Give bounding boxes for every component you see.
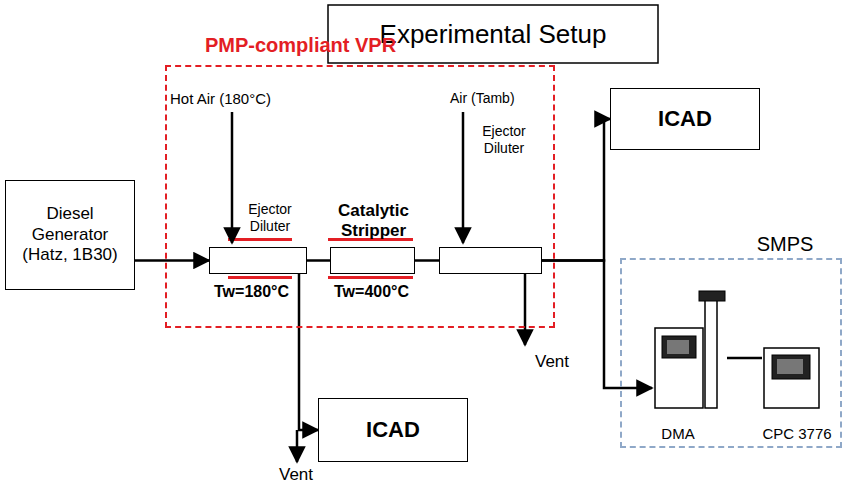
catalytic-stripper: Catalytic Stripper: [330, 247, 415, 274]
annotation: Vent: [535, 352, 569, 372]
annotation: Air (Tamb): [450, 90, 515, 106]
dma-screen: [662, 336, 696, 358]
node-label: ICAD: [366, 417, 420, 443]
node-label: Ejector Diluter: [472, 123, 536, 157]
flow-connector: [542, 119, 610, 261]
annotation: Hot Air (180°C): [170, 90, 271, 107]
icad-box: ICAD: [318, 398, 468, 462]
node-label: Catalytic Stripper: [325, 201, 422, 242]
node-label: CPC 3776: [762, 425, 832, 443]
flow-connector: [415, 259, 439, 262]
flow-connector: [135, 259, 209, 262]
cpc-body: [764, 348, 819, 408]
node-label: SMPS: [750, 232, 820, 256]
icad-box: ICAD: [610, 88, 760, 150]
flow-connector: [299, 274, 318, 430]
ejector-diluter: Ejector Diluter: [209, 247, 307, 274]
node-label: ICAD: [658, 106, 712, 132]
cpc-screen: [772, 355, 810, 379]
flow-connector: [307, 259, 330, 262]
dma-cap: [699, 291, 725, 301]
cpc-screen-inner: [777, 359, 803, 374]
node-label: DMA: [652, 425, 704, 443]
ejector-diluter: Ejector Diluter: [439, 247, 542, 274]
node-label: Ejector Diluter: [238, 201, 302, 235]
generator-box: Diesel Generator (Hatz, 1B30): [5, 180, 135, 290]
node-label: PMP-compliant VPR: [205, 33, 435, 57]
annotation: Tw=400°C: [334, 283, 409, 301]
instrument-drawing: [762, 288, 832, 443]
dma-body: [655, 328, 703, 408]
cpc-instrument: CPC 3776: [762, 288, 832, 443]
dma-instrument: DMA: [652, 288, 727, 443]
flow-connector: [727, 357, 762, 360]
dma-screen-inner: [667, 340, 689, 354]
annotation: Tw=180°C: [214, 283, 289, 301]
dma-column: [705, 300, 717, 408]
annotation: Vent: [279, 465, 313, 485]
instrument-drawing: [652, 288, 727, 443]
node-label: Diesel Generator (Hatz, 1B30): [16, 204, 124, 265]
smps-region: SMPSDMACPC 3776: [620, 258, 842, 448]
